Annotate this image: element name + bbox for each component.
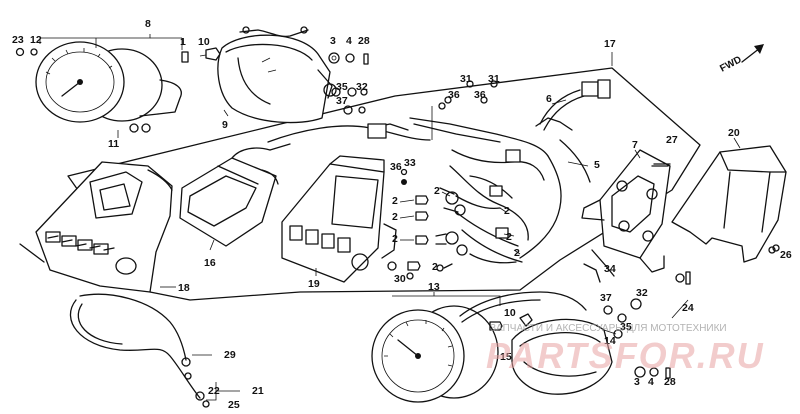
callout-12: 12 [30,34,42,46]
callout-24: 24 [682,302,694,314]
callout-21: 21 [252,385,264,397]
callout-35: 35 [336,81,348,93]
wiring-harness [267,117,591,264]
callout-2a: 2 [392,195,398,207]
callout-2c: 2 [392,233,398,245]
callout-19: 19 [308,278,320,290]
callout-36b: 36 [474,89,486,101]
bulb-socket-parts [15,47,221,63]
callout-4b: 4 [648,376,654,388]
callout-14: 14 [604,335,616,347]
callout-36a: 36 [448,89,460,101]
callout-3b: 3 [634,376,640,388]
callout-26: 26 [780,249,792,261]
hardware-lower [489,298,671,379]
screws-right [653,163,780,285]
callout-35b: 35 [620,321,632,333]
hardware-harness-top [438,80,498,110]
callout-34: 34 [604,263,616,275]
callout-3: 3 [330,35,336,47]
callout-25: 25 [228,399,240,411]
indicator-box [179,143,291,247]
callout-31a: 31 [460,73,472,85]
hardware-top [328,52,369,115]
callout-2e: 2 [432,261,438,273]
callout-33: 33 [404,157,416,169]
callout-2g: 2 [506,231,512,243]
leader-lines [39,34,741,401]
callout-8: 8 [145,18,151,30]
callout-20: 20 [728,127,740,139]
callout-11: 11 [108,138,119,150]
callout-31b: 31 [488,73,500,85]
callout-37b: 37 [600,292,612,304]
callout-2b: 2 [392,211,398,223]
bulb-hardware-middle [400,168,468,280]
rear-cover [671,145,787,263]
main-harness-lead [539,79,611,131]
callout-13: 13 [428,281,440,293]
tachometer-gauge [371,263,601,403]
assembly-frame-outline [67,67,701,301]
callout-2h: 2 [514,247,520,259]
watermark-logo: PARTSFOR.RU [486,335,765,376]
callout-10b: 10 [504,307,516,319]
callout-16: 16 [204,257,216,269]
callout-29: 29 [224,349,236,361]
callout-32b: 32 [636,287,648,299]
callout-2f: 2 [504,205,510,217]
indicator-lamp-bracket [281,155,397,283]
callout-5: 5 [594,159,600,171]
callout-17: 17 [604,38,616,50]
instrument-panel-housing [35,161,173,293]
watermark-text: ЗАПЧАСТИ И АКСЕССУАРЫ ДЛЯ МОТОТЕХНИКИ [490,323,727,334]
watermark: ЗАПЧАСТИ И АКСЕССУАРЫ ДЛЯ МОТОТЕХНИКИ PA… [486,323,765,376]
callout-37: 37 [336,95,348,107]
callout-2d: 2 [434,185,440,197]
callout-labels: 8 23 12 1 10 11 9 3 4 28 35 32 37 31 31 … [12,18,792,411]
callout-22: 22 [208,385,220,397]
callout-28b: 28 [664,376,676,388]
callout-15: 15 [500,351,512,363]
callout-10: 10 [198,36,210,48]
callout-4: 4 [346,35,352,47]
forward-arrow [741,44,764,63]
callout-36c: 36 [390,161,402,173]
callout-27: 27 [666,134,678,146]
instrument-bracket [581,149,685,283]
callout-6: 6 [546,93,552,105]
gauge-cover [217,26,337,124]
callout-23: 23 [12,34,24,46]
callout-18: 18 [178,282,190,294]
forward-label: FWD [718,54,743,74]
callout-30: 30 [394,273,406,285]
speedometer-gauge [35,41,182,133]
callout-28: 28 [358,35,370,47]
callout-7: 7 [632,139,638,151]
lower-gauge-cover [511,318,613,395]
callout-9: 9 [222,119,228,131]
speedometer-cable [19,243,210,408]
callout-1: 1 [180,36,186,48]
callout-32: 32 [356,81,368,93]
